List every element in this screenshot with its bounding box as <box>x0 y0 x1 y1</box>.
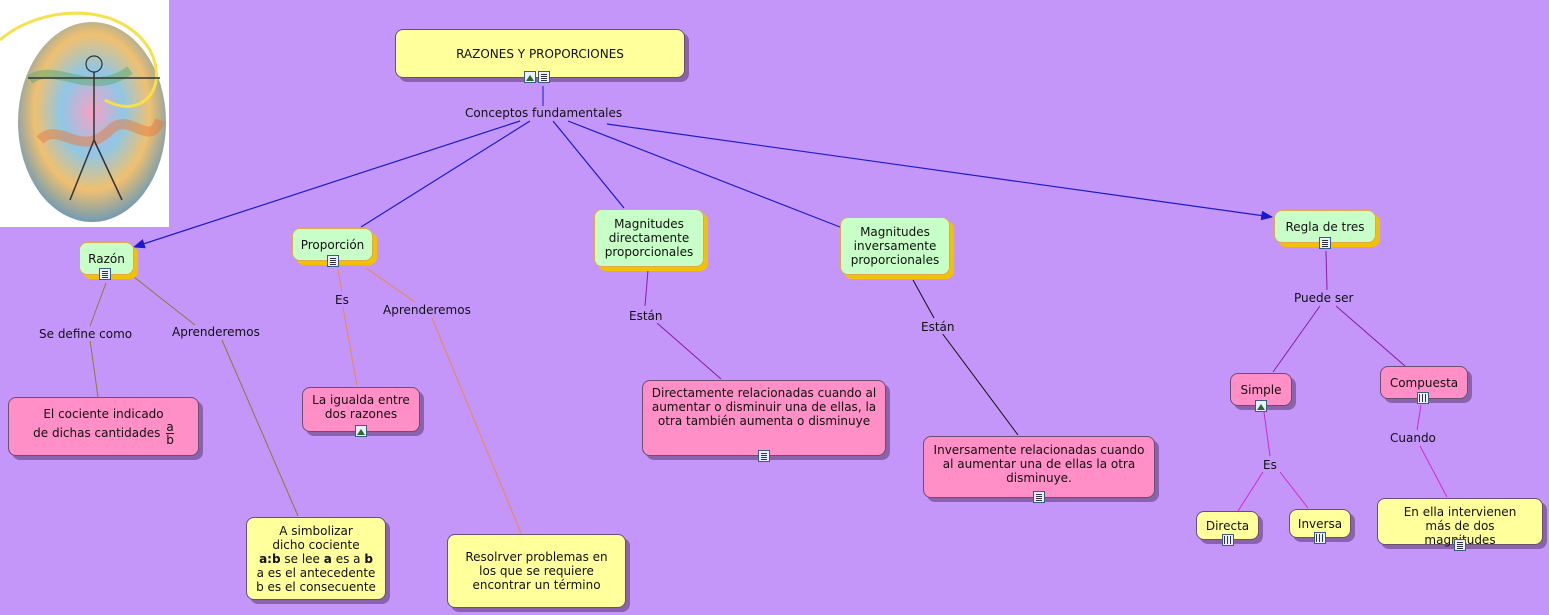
image-icon[interactable] <box>524 71 536 83</box>
node-simbolizar[interactable]: A simbolizar dicho cociente a:b se lee a… <box>246 517 386 600</box>
link-conceptos-regla <box>606 123 1274 221</box>
simbolizar-b: b <box>364 551 373 566</box>
node-igualdad[interactable]: La igualda entre dos razones <box>302 387 420 432</box>
link-conceptos-directa <box>552 120 625 209</box>
link-aprenderemos-simbolizar <box>221 339 299 517</box>
simbolizar-line4: a es el antecedente <box>256 565 376 580</box>
image-icon[interactable] <box>355 425 367 437</box>
node-inversa-label: Inversa <box>1297 516 1343 531</box>
document-icon[interactable] <box>327 255 339 267</box>
link-conceptos-proporcion <box>360 120 531 228</box>
document-icon[interactable] <box>538 71 550 83</box>
link-label-razon-aprenderemos: Aprenderemos <box>170 325 262 339</box>
video-icon[interactable] <box>1417 392 1429 404</box>
node-razon-label: Razón <box>88 251 125 266</box>
link-label-prop-es: Es <box>333 293 351 307</box>
simbolizar-es-a: es a <box>331 551 365 566</box>
vitruvian-figure-icon <box>0 11 166 222</box>
link-aprenderemos-resolver <box>431 317 522 534</box>
node-directa-def[interactable]: Directamente relacionadas cuando al aume… <box>642 380 886 456</box>
simbolizar-se-lee: se lee <box>280 551 324 566</box>
simbolizar-line3: a:b se lee a es a b <box>259 552 373 566</box>
node-cociente-line2: de dichas cantidades <box>33 426 161 440</box>
document-icon[interactable] <box>758 450 770 462</box>
node-cociente-line2-wrap: de dichas cantidades a b <box>33 421 174 446</box>
document-icon[interactable] <box>1454 539 1466 551</box>
node-proporcion-label: Proporción <box>300 237 365 252</box>
image-icon[interactable] <box>1255 400 1267 412</box>
link-compuesta-cuando <box>1416 404 1422 431</box>
video-icon[interactable] <box>1222 534 1234 546</box>
link-es-directa <box>1237 471 1264 512</box>
simbolizar-line5: b es el consecuente <box>256 579 376 594</box>
title-node[interactable]: RAZONES Y PROPORCIONES <box>395 29 685 78</box>
title-text: RAZONES Y PROPORCIONES <box>456 46 624 61</box>
node-cociente[interactable]: El cociente indicado de dichas cantidade… <box>8 397 199 456</box>
link-label-conceptos: Conceptos fundamentales <box>463 106 625 120</box>
link-estan-directa-def <box>656 322 722 380</box>
link-simple-es <box>1263 411 1271 457</box>
simbolizar-ab: a:b <box>259 551 281 566</box>
simbolizar-line1: A simbolizar <box>279 523 353 538</box>
simbolizar-a: a <box>323 551 332 566</box>
node-resolver[interactable]: Resolrver problemas en los que se requie… <box>447 534 626 608</box>
link-conceptos-inversa <box>567 120 841 228</box>
link-proporcion-es <box>337 269 343 293</box>
document-icon[interactable] <box>1033 491 1045 503</box>
node-directa-label: Directa <box>1205 518 1250 533</box>
title-icons <box>524 71 550 83</box>
node-magnitudes-directa-label: Magnitudes directamente proporcionales <box>604 217 694 259</box>
link-estan-inversa-def <box>941 332 1019 436</box>
link-inversa-estan <box>912 279 935 319</box>
link-regla-puede <box>1325 250 1328 291</box>
node-cociente-line1: El cociente indicado <box>43 407 164 421</box>
node-magnitudes-inversa-label: Magnitudes inversamente proporcionales <box>850 225 940 267</box>
link-label-puede-ser: Puede ser <box>1292 291 1356 305</box>
node-magnitudes-inversa[interactable]: Magnitudes inversamente proporcionales <box>840 217 950 275</box>
node-compuesta-label: Compuesta <box>1389 375 1459 390</box>
link-directa-estan <box>644 269 649 307</box>
node-directa[interactable]: Directa <box>1196 511 1259 540</box>
node-inversa-def[interactable]: Inversamente relacionadas cuando al aume… <box>923 436 1155 498</box>
video-icon[interactable] <box>1314 532 1326 544</box>
link-cuando-intervienen <box>1419 445 1448 498</box>
link-define-cociente <box>89 339 99 398</box>
link-label-prop-aprenderemos: Aprenderemos <box>381 303 473 317</box>
node-inversa-def-label: Inversamente relacionadas cuando al aume… <box>933 443 1145 485</box>
link-puede-simple <box>1272 305 1321 373</box>
document-icon[interactable] <box>99 268 111 280</box>
link-label-cuando: Cuando <box>1388 431 1438 445</box>
link-label-simple-es: Es <box>1261 458 1279 472</box>
node-magnitudes-directa[interactable]: Magnitudes directamente proporcionales <box>594 209 704 267</box>
link-puede-compuesta <box>1335 305 1406 367</box>
simbolizar-line2: dicho cociente <box>272 537 360 552</box>
node-regla-label: Regla de tres <box>1285 219 1365 234</box>
link-label-inversa-estan: Están <box>919 320 957 334</box>
node-simple-label: Simple <box>1240 382 1282 397</box>
link-razon-aprenderemos <box>133 276 196 326</box>
vitruvian-logo-image <box>0 0 169 227</box>
link-razon-define <box>89 282 107 327</box>
document-icon[interactable] <box>1319 237 1331 249</box>
link-es-inversa <box>1279 471 1309 509</box>
node-directa-def-label: Directamente relacionadas cuando al aume… <box>651 386 877 428</box>
link-proporcion-aprenderemos <box>365 267 416 303</box>
fraction-denominator: b <box>166 433 174 447</box>
node-intervienen[interactable]: En ella intervienen más de dos magnitude… <box>1377 498 1543 547</box>
link-conceptos-razon <box>132 120 521 249</box>
link-es-igualdad <box>342 306 358 387</box>
link-label-se-define: Se define como <box>37 327 135 341</box>
link-label-directa-estan: Están <box>627 309 665 323</box>
fraction-a-b: a b <box>166 421 174 446</box>
node-igualdad-label: La igualda entre dos razones <box>312 393 410 421</box>
fraction-numerator: a <box>166 420 174 434</box>
node-resolver-label: Resolrver problemas en los que se requie… <box>465 550 608 592</box>
